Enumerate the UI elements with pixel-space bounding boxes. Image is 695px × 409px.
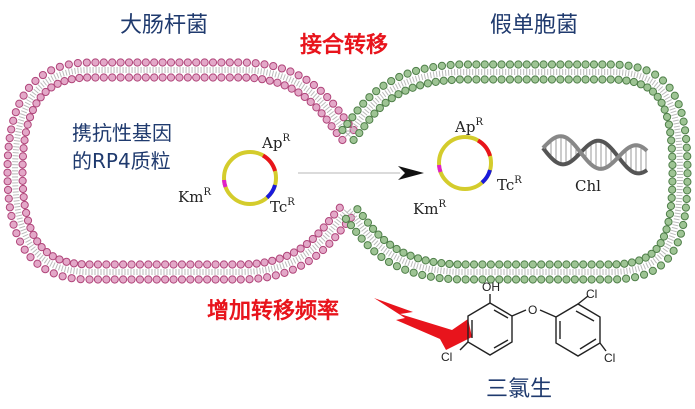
chromosome-dna-helix-icon bbox=[541, 134, 649, 176]
plasmid-ring bbox=[437, 135, 493, 191]
ap-gene-segment bbox=[261, 153, 277, 172]
transfer-arrow bbox=[298, 166, 424, 180]
structure-oh-label: OH bbox=[482, 280, 500, 294]
compound-label: 三氯生 bbox=[486, 377, 552, 402]
donor-ap-label: ApR bbox=[261, 133, 290, 152]
effect-label: 增加转移频率 bbox=[207, 298, 339, 324]
donor-plasmid bbox=[222, 150, 278, 206]
chromosome-label: Chl bbox=[575, 177, 601, 195]
triclosan-structure bbox=[459, 294, 607, 357]
donor-km-label: KmR bbox=[178, 187, 211, 206]
recipient-km-label: KmR bbox=[413, 199, 446, 218]
plasmid-description-line2: 的RP4质粒 bbox=[72, 149, 171, 173]
structure-ether-oxygen-label: O bbox=[528, 303, 537, 317]
recipient-tc-label: TcR bbox=[497, 175, 522, 194]
right-cell-membrane bbox=[338, 60, 692, 284]
left-cell-membrane bbox=[3, 58, 358, 284]
donor-tc-label: TcR bbox=[270, 197, 295, 216]
tc-gene-segment bbox=[480, 169, 492, 185]
structure-cl-label-left: Cl bbox=[441, 350, 452, 364]
lightning-bolt-icon bbox=[374, 298, 472, 350]
recipient-plasmid bbox=[437, 135, 493, 191]
structure-cl-label-right: Cl bbox=[604, 351, 615, 365]
km-gene-segment bbox=[222, 179, 228, 188]
plasmid-ring bbox=[222, 150, 278, 206]
ap-gene-segment bbox=[476, 138, 492, 157]
recipient-ap-label: ApR bbox=[454, 117, 483, 136]
right-cell-title: 假单胞菌 bbox=[490, 13, 578, 38]
tc-gene-segment bbox=[265, 184, 277, 200]
plasmid-description-line1: 携抗性基因 bbox=[72, 121, 172, 145]
km-gene-segment bbox=[437, 164, 443, 173]
structure-cl-label-top: Cl bbox=[586, 287, 597, 301]
process-label: 接合转移 bbox=[300, 32, 388, 58]
left-cell-title: 大肠杆菌 bbox=[120, 13, 208, 38]
